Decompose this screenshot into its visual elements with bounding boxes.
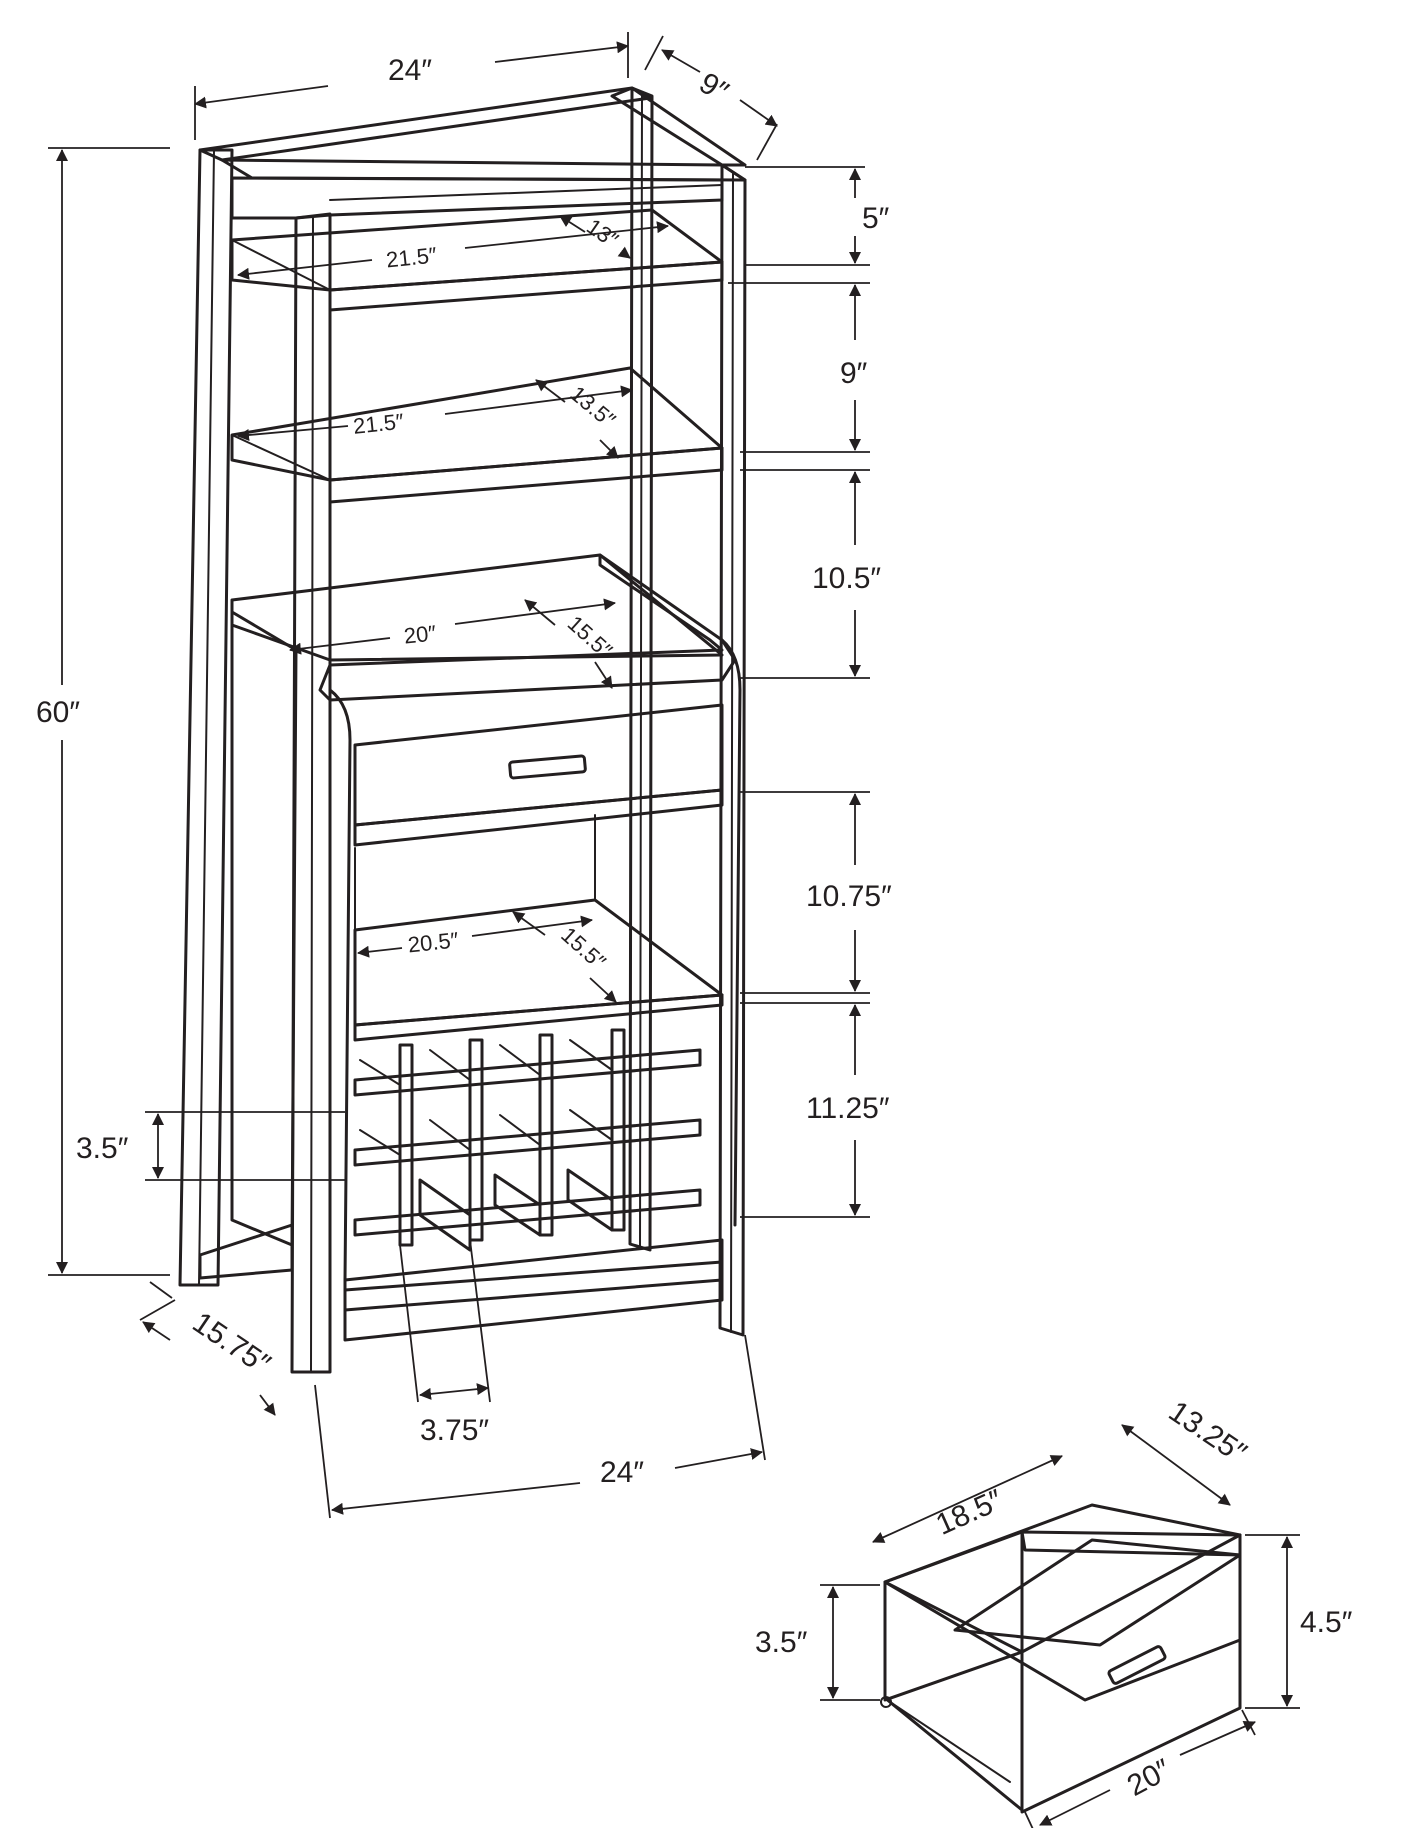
label-shelf1-depth: 13″ [582,214,623,253]
label-base-width: 24″ [600,1456,644,1489]
label-lower-width: 20.5″ [407,927,460,957]
label-base-depth: 15.75″ [187,1306,277,1381]
label-rack-height: 3.5″ [76,1132,129,1165]
label-shelf2-width: 21.5″ [352,409,405,439]
label-drawer-inner-height: 3.5″ [755,1626,808,1659]
label-gap-shelf1: 9″ [840,357,868,390]
label-rack-spacing: 3.75″ [420,1414,489,1447]
label-top-width: 24″ [388,54,432,87]
label-shelf2-depth: 13.5″ [565,381,620,433]
label-drawer-depth: 13.25″ [1163,1395,1253,1470]
label-gap-drawer: 10.75″ [806,880,892,913]
wine-cabinet-drawing [178,86,747,1374]
label-overall-height: 60″ [36,696,80,729]
label-lower-depth: 15.5″ [556,922,610,975]
label-shelf1-width: 21.5″ [385,242,438,272]
label-drawer-width: 18.5″ [931,1483,1008,1541]
label-drawer-outer-height: 4.5″ [1300,1606,1353,1639]
label-gap-shelf2: 10.5″ [812,562,881,595]
dimension-labels: 24″ 9″ 60″ 5″ 9″ 10.5″ 10.75″ 11.25″ 21.… [36,54,1353,1803]
drawer-detail-drawing [880,1503,1242,1814]
label-top-depth: 9″ [693,66,734,109]
dimension-lines [48,32,1300,1828]
label-gap-top: 5″ [862,202,890,235]
label-counter-width: 20″ [403,620,438,648]
wine-rack [353,1028,702,1252]
label-gap-rack: 11.25″ [806,1092,890,1125]
